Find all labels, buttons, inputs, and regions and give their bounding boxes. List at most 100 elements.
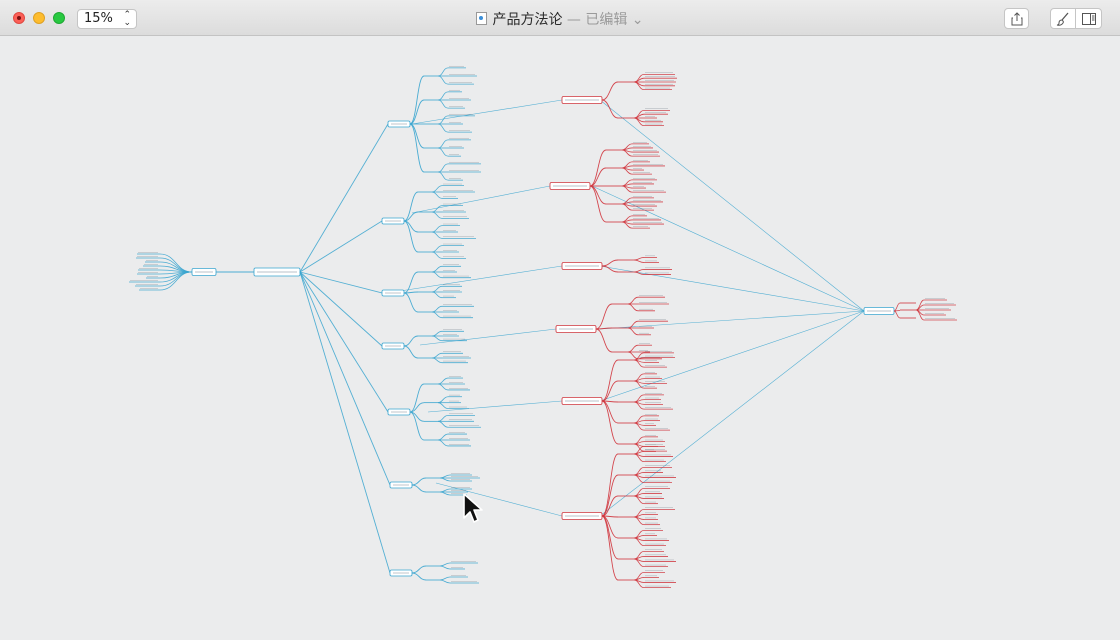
chevron-down-icon[interactable]: ⌄	[627, 12, 644, 28]
arrow-cursor-icon	[463, 493, 483, 523]
red-sub-branch-link	[621, 149, 633, 157]
sub-branch-link	[431, 271, 443, 279]
sub-branch-link	[431, 330, 443, 337]
sub-branch-link	[409, 123, 425, 149]
sub-branch-link	[437, 147, 449, 157]
main-branch-link	[299, 271, 389, 413]
document-name: 产品方法论	[492, 12, 563, 28]
red-sub-branch-link	[633, 474, 645, 484]
red-sub-branch-link	[621, 221, 633, 229]
sub-branch-link	[403, 292, 419, 313]
sub-branch-link	[431, 251, 443, 259]
sub-branch-link	[431, 225, 443, 233]
red-sub-branch-link	[633, 257, 645, 261]
zoom-select[interactable]: 15% ⌃⌄	[77, 9, 137, 29]
sub-branch-link	[431, 291, 443, 299]
sub-branch-link	[437, 402, 449, 410]
sub-branch-link	[431, 357, 443, 364]
sub-branch-link	[409, 411, 425, 441]
summary-link	[599, 265, 865, 312]
sub-branch-link	[437, 414, 449, 422]
main-branch-link	[299, 220, 383, 273]
main-branch-link	[299, 271, 391, 574]
red-sub-branch-link	[633, 401, 645, 410]
sub-branch-link	[431, 231, 443, 239]
minimize-window-button[interactable]	[33, 12, 45, 24]
red-sub-branch-link	[633, 535, 645, 539]
sub-branch-link	[437, 377, 449, 385]
sub-branch-link	[403, 211, 419, 222]
sub-branch-link	[437, 439, 449, 447]
red-sub-link	[601, 495, 619, 517]
mindmap-diagram[interactable]	[0, 36, 1120, 640]
sub-branch-link	[437, 115, 449, 125]
share-button[interactable]	[1004, 8, 1029, 29]
red-sub-branch-link	[633, 453, 645, 463]
red-sub-branch-link	[633, 259, 645, 263]
sub-branch-link	[439, 491, 451, 496]
red-sub-branch-link	[627, 303, 639, 312]
sub-branch-link	[439, 579, 451, 584]
title-bar: 15% ⌃⌄ 产品方法论 — 已编辑 ⌄	[0, 0, 1120, 36]
sidebar-panel-icon	[1081, 12, 1096, 25]
red-sub-branch-link	[633, 380, 645, 389]
red-sub-link	[601, 400, 619, 445]
sub-branch-link	[411, 484, 427, 493]
edit-status[interactable]: 已编辑	[585, 12, 628, 28]
sub-branch-link	[437, 123, 449, 133]
main-branch-link	[299, 123, 389, 273]
red-sub-branch-link	[633, 537, 645, 547]
sub-branch-link	[437, 420, 449, 428]
sidebar-toggle-button[interactable]	[1075, 8, 1102, 29]
sub-branch-link	[437, 75, 449, 85]
cross-link	[419, 328, 557, 346]
red-sub-link	[589, 149, 607, 187]
sub-branch-link	[439, 474, 451, 479]
cross-link	[411, 185, 551, 214]
sub-branch-link	[403, 191, 419, 222]
summary-link	[599, 310, 865, 330]
sub-branch-link	[411, 477, 427, 486]
cross-link	[399, 265, 563, 292]
red-sub-branch-link	[621, 167, 633, 175]
red-sub-branch-link	[633, 514, 645, 518]
sub-branch-link	[437, 396, 449, 404]
sub-branch-link	[439, 477, 451, 482]
format-brush-button[interactable]	[1050, 8, 1076, 29]
red-sub-link	[601, 265, 619, 273]
close-window-button[interactable]	[13, 12, 25, 24]
cross-link	[427, 400, 563, 413]
red-sub-link	[601, 380, 619, 402]
red-sub-link	[601, 81, 619, 101]
title-separator: —	[562, 12, 586, 28]
sub-branch-link	[403, 220, 419, 253]
red-sub-link	[601, 359, 619, 402]
summary-topic-link	[893, 302, 901, 312]
sub-branch-link	[431, 335, 443, 342]
sub-branch-link	[439, 565, 451, 570]
sub-branch-link	[411, 572, 427, 581]
sub-branch-link	[439, 562, 451, 567]
sub-branch-link	[439, 488, 451, 493]
sub-branch-link	[431, 285, 443, 293]
sub-branch-link	[437, 99, 449, 109]
mindmap-canvas[interactable]	[0, 36, 1120, 640]
red-sub-link	[601, 99, 619, 119]
summary-topic-link	[893, 310, 901, 319]
updown-chevron-icon: ⌃⌄	[123, 10, 131, 28]
sub-branch-link	[437, 383, 449, 391]
sub-branch-link	[403, 271, 419, 294]
sub-branch-link	[437, 163, 449, 173]
red-sub-branch-link	[633, 443, 645, 452]
sub-branch-link	[409, 123, 425, 173]
summary-link	[599, 310, 865, 402]
zoom-window-button[interactable]	[53, 12, 65, 24]
red-sub-link	[589, 185, 607, 223]
sub-branch-link	[403, 345, 419, 359]
summary-link	[599, 99, 865, 312]
sub-branch-link	[409, 99, 425, 125]
document-icon	[476, 12, 488, 25]
red-sub-link	[601, 515, 619, 581]
red-sub-link	[601, 453, 619, 517]
red-sub-branch-link	[633, 269, 645, 273]
